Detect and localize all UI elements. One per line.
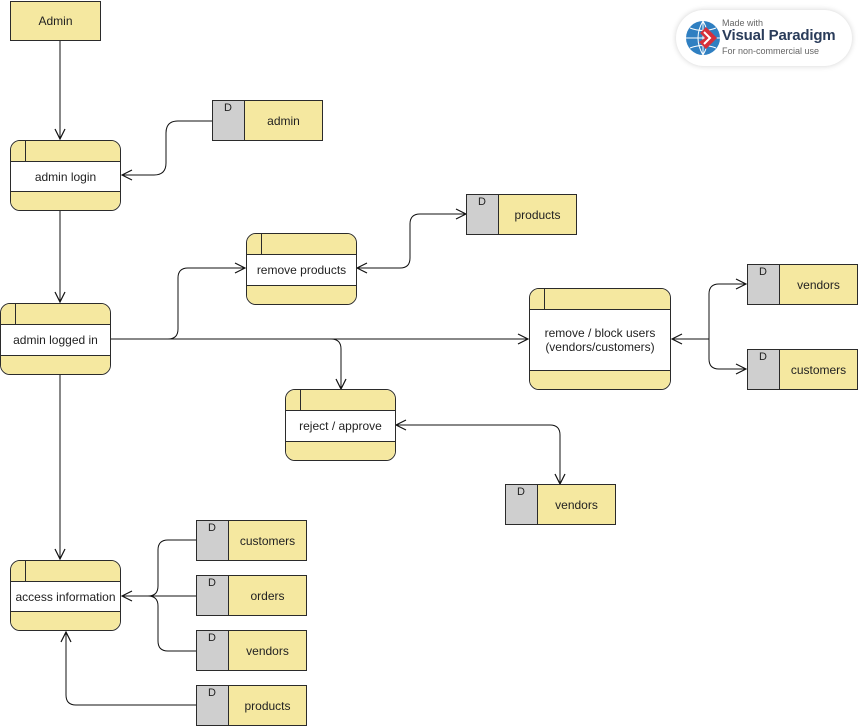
process-admin-login[interactable]: admin login <box>10 140 121 211</box>
badge-brand: Visual Paradigm <box>722 27 836 44</box>
badge-made-with: Made with <box>722 18 764 28</box>
flow-reject-approve-vendors <box>396 425 560 484</box>
process-footer <box>11 191 120 210</box>
data-store-id: D <box>197 631 229 670</box>
process-header <box>1 304 110 325</box>
data-store-vendors-right[interactable]: D vendors <box>747 264 858 305</box>
visual-paradigm-badge[interactable]: Made with Visual Paradigm For non-commer… <box>676 10 852 66</box>
data-store-name: customers <box>790 362 847 377</box>
data-store-id: D <box>748 265 780 304</box>
data-store-products-bottom[interactable]: D products <box>196 685 307 726</box>
data-store-name: products <box>244 698 291 713</box>
external-entity-label: Admin <box>38 14 73 28</box>
flow-block-users-to-vendors <box>708 284 746 339</box>
flow-block-users-to-customers <box>708 339 746 369</box>
process-footer <box>1 355 110 374</box>
external-entity-admin[interactable]: Admin <box>10 1 101 41</box>
data-store-products-top[interactable]: D products <box>466 194 577 235</box>
data-store-id: D <box>467 195 499 234</box>
flow-remove-products-products-store <box>357 214 466 268</box>
process-label: admin logged in <box>13 333 98 347</box>
data-store-admin[interactable]: D admin <box>212 100 323 141</box>
process-remove-block-users[interactable]: remove / block users (vendors/customers) <box>529 288 671 390</box>
data-store-id: D <box>197 521 229 560</box>
process-header <box>11 141 120 162</box>
process-footer <box>286 441 395 460</box>
data-store-customers-right[interactable]: D customers <box>747 349 858 390</box>
data-store-name: admin <box>267 113 300 128</box>
data-store-id: D <box>197 686 229 725</box>
data-store-orders[interactable]: D orders <box>196 575 307 616</box>
process-footer <box>247 285 356 304</box>
data-store-id: D <box>197 576 229 615</box>
data-store-id: D <box>748 350 780 389</box>
process-admin-logged-in[interactable]: admin logged in <box>0 303 111 375</box>
data-store-customers-bottom[interactable]: D customers <box>196 520 307 561</box>
process-reject-approve[interactable]: reject / approve <box>285 389 396 461</box>
process-label: remove products <box>256 263 347 277</box>
flow-customers-to-access-info <box>147 539 196 597</box>
globe-logo-icon <box>686 20 720 56</box>
data-store-id: D <box>213 101 245 140</box>
process-header <box>286 390 395 411</box>
badge-note: For non-commercial use <box>722 46 820 56</box>
process-header <box>530 289 670 310</box>
process-label: access information <box>15 589 116 604</box>
data-store-name: vendors <box>555 497 598 512</box>
data-store-name: products <box>514 207 561 222</box>
data-store-name: customers <box>239 533 296 548</box>
flow-admin-store-to-login <box>122 120 212 175</box>
flow-vendors-to-access-info <box>147 595 196 652</box>
process-remove-products[interactable]: remove products <box>246 233 357 305</box>
flow-logged-in-to-remove-products <box>111 268 245 340</box>
process-header <box>247 234 356 255</box>
process-access-information[interactable]: access information <box>10 560 121 631</box>
process-footer <box>530 370 670 389</box>
data-store-vendors-bottom[interactable]: D vendors <box>196 630 307 671</box>
process-label: remove / block users (vendors/customers) <box>544 326 656 354</box>
data-store-name: vendors <box>797 277 840 292</box>
data-store-name: vendors <box>246 643 289 658</box>
flow-products-to-access-info <box>66 632 196 706</box>
flow-logged-in-to-reject-approve <box>111 338 341 389</box>
process-label: reject / approve <box>299 419 382 433</box>
data-store-id: D <box>506 485 538 524</box>
data-store-name: orders <box>250 588 285 603</box>
process-header <box>11 561 120 582</box>
process-footer <box>11 611 120 630</box>
data-store-vendors-mid[interactable]: D vendors <box>505 484 616 525</box>
process-label: admin login <box>34 169 97 184</box>
